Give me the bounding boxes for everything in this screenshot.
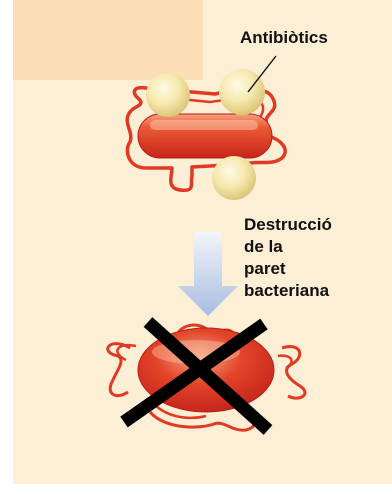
- antibiotic-sphere: [212, 156, 256, 200]
- antibiotic-sphere: [219, 69, 265, 115]
- wall-destruction-label: Destrucció de la paret bacteriana: [244, 214, 384, 302]
- bacterium-with-antibiotics: [127, 56, 285, 200]
- membrane-fragment-right: [282, 347, 305, 399]
- membrane-fragment-left: [108, 344, 130, 396]
- down-arrow-icon: [178, 232, 238, 316]
- antibiotics-label: Antibiòtics: [240, 27, 328, 49]
- membrane-fragment-bottom: [150, 412, 255, 430]
- antibiotic-sphere: [146, 73, 190, 117]
